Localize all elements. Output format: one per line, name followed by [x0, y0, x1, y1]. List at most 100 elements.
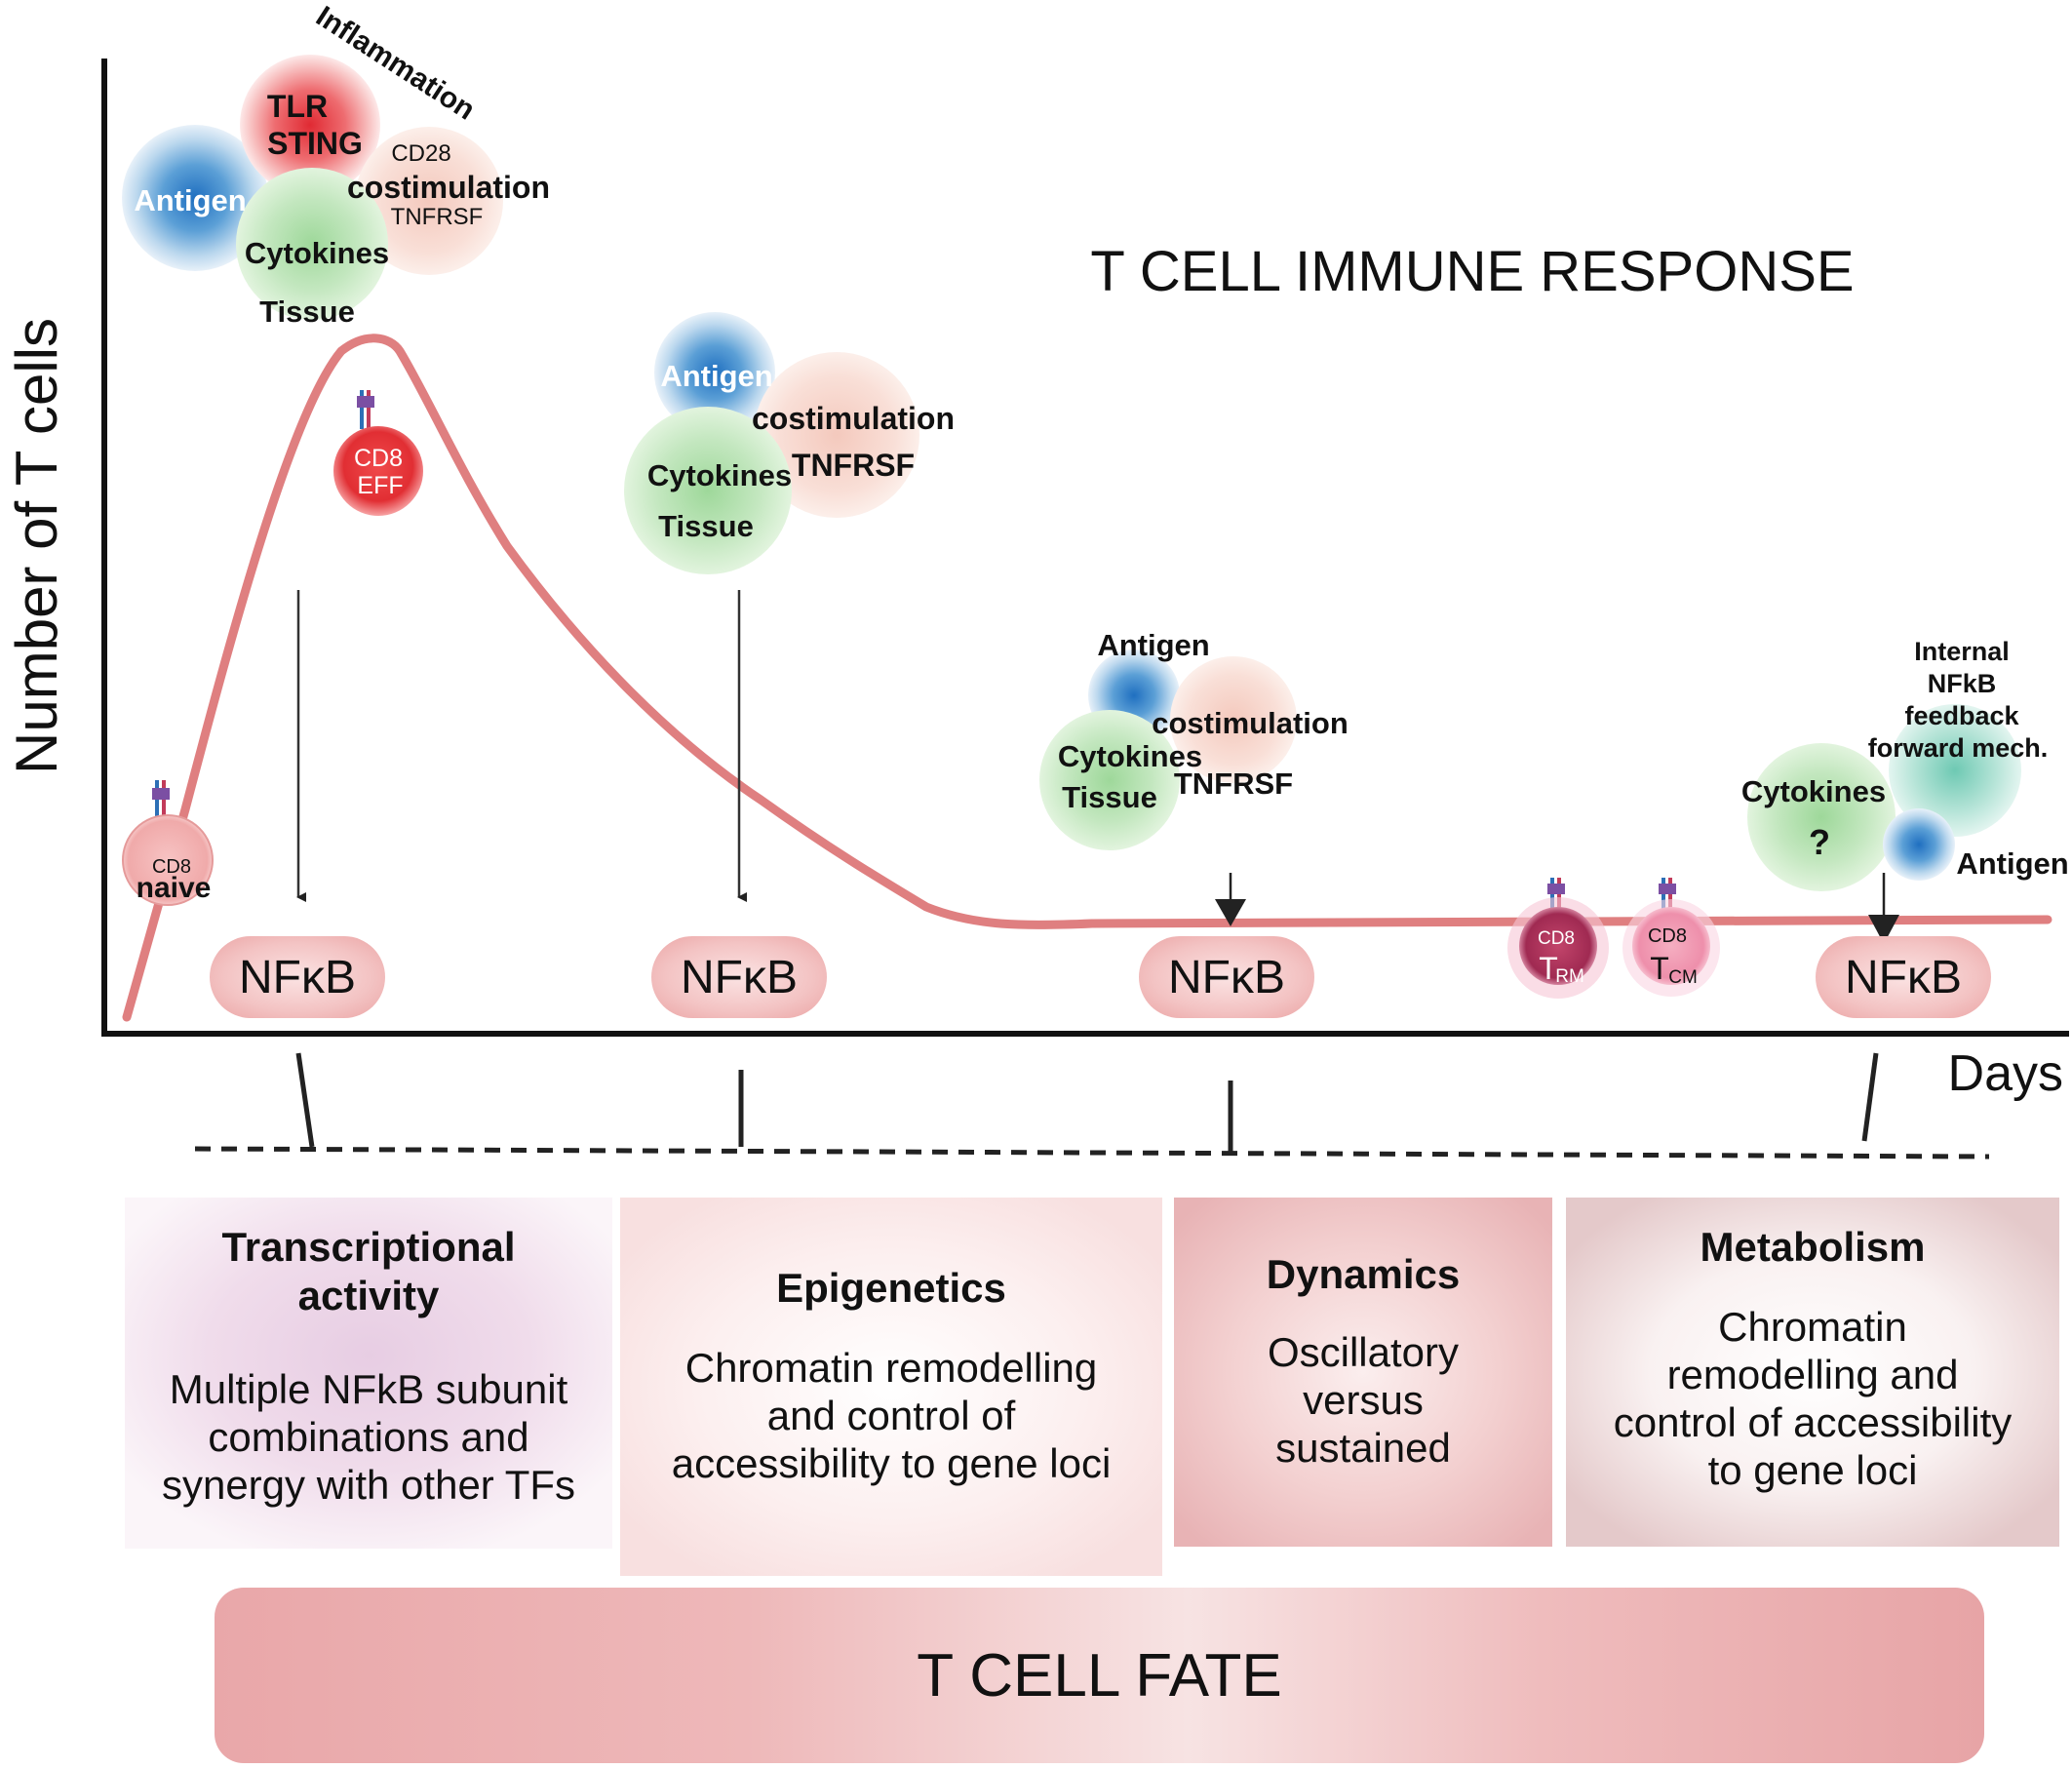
- connector-1: [295, 1052, 315, 1148]
- naive-top-label: CD8: [152, 856, 191, 878]
- box-transcriptional: Transcriptional activity Multiple NFkB s…: [125, 1223, 612, 1509]
- internal-label-2: NFkB: [1928, 669, 1997, 698]
- box-body-line-2: and control of: [766, 1393, 1016, 1438]
- sting-label: STING: [267, 126, 363, 161]
- tissue-label: Tissue: [658, 509, 754, 543]
- box-body-line-3: sustained: [1275, 1425, 1451, 1471]
- antigen-label: Antigen: [134, 183, 246, 217]
- cytokines-label: Cytokines: [1741, 774, 1886, 808]
- tnfrsf-label: TNFRSF: [1174, 767, 1293, 801]
- tissue-label: Tissue: [1062, 780, 1157, 814]
- arrow-3-head: [1215, 899, 1246, 926]
- signal-cluster-1: Inflammation TLR STING Antigen CD28 cost…: [122, 0, 550, 329]
- tissue-label: Tissue: [259, 295, 355, 329]
- costimulation-label: costimulation: [1152, 706, 1349, 740]
- axes: Number of T cells Days: [4, 59, 2069, 1102]
- nfkb-pill-bg: [1139, 936, 1314, 1018]
- box-epigenetics: Epigenetics Chromatin remodelling and co…: [620, 1264, 1162, 1487]
- tcm-sub-label: CM: [1668, 967, 1698, 988]
- antigen-label: Antigen: [1097, 628, 1209, 662]
- effector-cell: CD8 EFF: [333, 390, 423, 516]
- antigen-blob: [654, 312, 775, 433]
- nfkb-label: NFκB: [681, 952, 798, 1003]
- box-body-line-3: accessibility to gene loci: [671, 1440, 1112, 1486]
- cytokines-label: Cytokines: [647, 458, 792, 492]
- cytokines-label: Cytokines: [1058, 739, 1202, 773]
- nfkb-pill-3: NFκB: [1139, 936, 1314, 1018]
- t-cell-fate-label: T CELL FATE: [917, 1641, 1282, 1710]
- connector-4: [1861, 1052, 1879, 1142]
- naive-bottom-label: naive: [137, 872, 212, 904]
- arrow-4-head: [1868, 915, 1899, 944]
- box-title-line-1: Metabolism: [1700, 1224, 1926, 1270]
- diagram-title: T CELL IMMUNE RESPONSE: [1090, 240, 1854, 303]
- nfkb-pill-1: NFκB: [210, 936, 385, 1018]
- nfkb-label: NFκB: [1168, 952, 1285, 1003]
- box-title-line-1: Transcriptional: [221, 1224, 516, 1270]
- internal-label-3: feedback: [1904, 701, 2019, 730]
- box-metabolism: Metabolism Chromatin remodelling and con…: [1566, 1223, 2059, 1494]
- signal-cluster-4: Internal NFkB feedback forward mech. Cyt…: [1741, 637, 2069, 891]
- box-body-line-2: combinations and: [208, 1414, 529, 1460]
- box-title-line-1: Dynamics: [1266, 1251, 1461, 1297]
- nfkb-pill-4: NFκB: [1816, 936, 1991, 1018]
- antigen-label: Antigen: [660, 359, 772, 393]
- signal-cluster-2: Antigen costimulation TNFRSF Cytokines T…: [624, 312, 955, 574]
- nfkb-arrows: [296, 590, 1899, 944]
- nfkb-pill-2: NFκB: [651, 936, 827, 1018]
- tcm-main-label: T: [1650, 951, 1669, 986]
- eff-top-label: CD8: [354, 445, 403, 472]
- cytokines-blob: [1039, 710, 1180, 850]
- trm-sub-label: RM: [1555, 966, 1584, 987]
- antigen-blob: [1883, 808, 1955, 881]
- box-body-line-1: Multiple NFkB subunit: [169, 1366, 568, 1412]
- box-metabolism-bg: [1566, 1198, 2059, 1547]
- nfkb-label: NFκB: [239, 952, 356, 1003]
- naive-cell: CD8 naive: [122, 780, 214, 906]
- tcm-top-label: CD8: [1648, 925, 1687, 947]
- box-dynamics-bg: [1174, 1198, 1552, 1547]
- tcm-cell: CD8 T CM: [1622, 878, 1720, 997]
- nfkb-label: NFκB: [1845, 952, 1962, 1003]
- box-body-line-1: Chromatin remodelling: [684, 1345, 1098, 1391]
- box-body-line-4: to gene loci: [1707, 1447, 1918, 1493]
- antigen-label: Antigen: [1956, 846, 2068, 881]
- receptor-head: [1659, 884, 1676, 894]
- antigen-blob: [122, 125, 268, 271]
- box-body-line-2: versus: [1303, 1377, 1424, 1423]
- dashed-divider: [194, 1146, 1990, 1160]
- connectors: [194, 1052, 1990, 1160]
- cytokines-blob: [624, 407, 792, 574]
- box-transcriptional-bg: [125, 1198, 612, 1549]
- tnfrsf-label: TNFRSF: [391, 204, 484, 230]
- tlr-sting-blob: [240, 55, 380, 195]
- trm-top-label: CD8: [1538, 928, 1575, 949]
- trm-cell: CD8 T RM: [1507, 878, 1609, 999]
- box-body-line-2: remodelling and: [1666, 1352, 1959, 1397]
- tnfrsf-label: TNFRSF: [792, 448, 915, 483]
- receptor-head: [152, 788, 170, 800]
- box-dynamics: Dynamics Oscillatory versus sustained: [1174, 1250, 1552, 1472]
- trm-main-label: T: [1539, 951, 1558, 986]
- costimulation-blob: [754, 352, 919, 518]
- receptor-head: [357, 396, 374, 408]
- nfkb-pill-bg: [651, 936, 827, 1018]
- box-body-line-3: synergy with other TFs: [161, 1462, 576, 1508]
- receptor-head: [1547, 884, 1565, 894]
- nfkb-pill-bg: [210, 936, 385, 1018]
- box-title-line-1: Epigenetics: [776, 1265, 1006, 1311]
- naive-cell-body: [122, 814, 214, 906]
- box-body-line-3: control of accessibility: [1613, 1399, 2013, 1445]
- x-axis-label: Days: [1948, 1045, 2063, 1102]
- trm-cell-body: [1519, 907, 1597, 985]
- eff-bottom-label: EFF: [357, 472, 403, 499]
- y-axis-label: Number of T cells: [4, 318, 69, 774]
- tlr-label: TLR: [267, 89, 328, 124]
- box-epigenetics-bg: [620, 1198, 1162, 1576]
- tcm-cell-body: [1632, 907, 1710, 985]
- box-title-line-2: activity: [297, 1273, 440, 1318]
- internal-label-1: Internal: [1914, 637, 2010, 666]
- costimulation-blob: [355, 127, 503, 275]
